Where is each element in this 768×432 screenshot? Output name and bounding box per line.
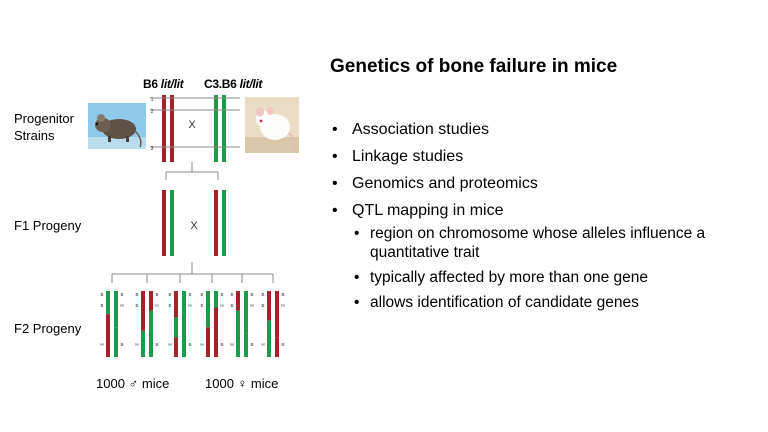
allele-letter: B bbox=[250, 342, 253, 347]
progenitor-b6-chromosome-2 bbox=[170, 95, 174, 162]
bullet-genomics: Genomics and proteomics bbox=[330, 174, 750, 193]
white-mouse-image bbox=[245, 97, 299, 153]
allele-letter: B bbox=[261, 292, 264, 297]
brown-mouse-image bbox=[88, 103, 146, 149]
allele-letter: B bbox=[100, 292, 103, 297]
strain-left-genotype: lit/lit bbox=[160, 77, 184, 91]
allele-letter: H bbox=[220, 303, 223, 308]
f2-chromosome-segment bbox=[275, 291, 279, 338]
strain-left-name: B6 bbox=[143, 77, 158, 91]
f2-chromosome-segment bbox=[267, 291, 271, 321]
f2-chromosome-segment bbox=[267, 320, 271, 357]
allele-letter: B bbox=[200, 292, 203, 297]
f2-chromosome-segment bbox=[141, 330, 145, 357]
allele-letter: H bbox=[168, 342, 171, 347]
locus-number: 1 bbox=[151, 97, 154, 103]
f2-chromosome-segment bbox=[244, 333, 248, 357]
allele-letter: H bbox=[135, 342, 138, 347]
label-f1: F1 Progeny bbox=[14, 218, 82, 233]
f2-chromosome-segment bbox=[182, 291, 186, 357]
sub-bullet-list: region on chromosome whose alleles influ… bbox=[352, 224, 750, 312]
f2-chromosome-segment bbox=[206, 327, 210, 357]
allele-letter: B bbox=[188, 342, 191, 347]
allele-letter: B bbox=[261, 303, 264, 308]
allele-letter: B bbox=[220, 342, 223, 347]
f2-chromosome-segment bbox=[236, 310, 240, 357]
locus-number: 3 bbox=[151, 146, 154, 152]
sub-bullet-multigene: typically affected by more than one gene bbox=[352, 268, 750, 287]
f2-chromosome-segment bbox=[174, 317, 178, 338]
progenitor-c3-chromosome-1 bbox=[214, 95, 218, 162]
allele-letter: B bbox=[120, 342, 123, 347]
bullet-qtl-text: QTL mapping in mice bbox=[352, 202, 504, 219]
bullet-qtl: QTL mapping in mice region on chromosome… bbox=[330, 201, 750, 312]
allele-letter: H bbox=[250, 303, 253, 308]
male-count: 1000 ♂ mice bbox=[96, 376, 170, 391]
f2-chromosome-segment bbox=[149, 291, 153, 311]
allele-letter: H bbox=[188, 303, 191, 308]
bullet-list: Association studies Linkage studies Geno… bbox=[330, 120, 750, 320]
strain-right-genotype: lit/lit bbox=[239, 77, 263, 91]
f1-chromosome-green bbox=[170, 190, 174, 256]
allele-letter: H bbox=[120, 303, 123, 308]
allele-letter: B bbox=[168, 303, 171, 308]
allele-letter: H bbox=[155, 303, 158, 308]
f2-chromosome-segment bbox=[106, 314, 110, 357]
allele-letter: B bbox=[155, 342, 158, 347]
allele-letter: B bbox=[135, 303, 138, 308]
f1-chromosome-green bbox=[222, 190, 226, 256]
f2-chromosome-segment bbox=[114, 291, 118, 328]
allele-letter: B bbox=[200, 303, 203, 308]
allele-letter: B bbox=[168, 292, 171, 297]
f2-chromosome-segment bbox=[174, 337, 178, 357]
label-f2: F2 Progeny bbox=[14, 321, 82, 336]
f2-chromosome-segment bbox=[244, 291, 248, 334]
allele-letter: B bbox=[281, 342, 284, 347]
sub-bullet-candidate: allows identification of candidate genes bbox=[352, 293, 750, 312]
allele-letter: B bbox=[188, 292, 191, 297]
allele-letter: B bbox=[230, 303, 233, 308]
allele-letter: B bbox=[155, 292, 158, 297]
allele-letter: H bbox=[100, 342, 103, 347]
bullet-association: Association studies bbox=[330, 120, 750, 139]
cross-symbol-progenitor: X bbox=[188, 119, 196, 131]
f2-chromosome-segment bbox=[114, 327, 118, 357]
allele-letter: B bbox=[230, 292, 233, 297]
f2-chromosome-segment bbox=[214, 307, 218, 357]
f2-chromosome-segment bbox=[275, 337, 279, 357]
allele-letter: H bbox=[281, 303, 284, 308]
f2-chromosome-segment bbox=[214, 291, 218, 308]
f2-chromosome-segment bbox=[141, 291, 145, 331]
strain-left-label: B6 lit/lit bbox=[143, 77, 184, 91]
locus-number: 2 bbox=[151, 109, 154, 115]
f1-chromosome-red bbox=[214, 190, 218, 256]
f2-chromosome-segment bbox=[174, 291, 178, 318]
allele-letter: B bbox=[120, 292, 123, 297]
f2-chromosome-segment bbox=[149, 310, 153, 357]
allele-letter: B bbox=[250, 292, 253, 297]
f1-chromosome-red bbox=[162, 190, 166, 256]
progenitor-b6-chromosome-1 bbox=[162, 95, 166, 162]
f2-chromosome-segment bbox=[106, 291, 110, 315]
sub-bullet-region: region on chromosome whose alleles influ… bbox=[352, 224, 750, 262]
allele-letter: H bbox=[200, 342, 203, 347]
allele-letter: B bbox=[135, 292, 138, 297]
cross-symbol-f1: X bbox=[190, 220, 198, 232]
slide-title: Genetics of bone failure in mice bbox=[330, 56, 618, 77]
strain-right-label: C3.B6 lit/lit bbox=[204, 77, 262, 91]
female-count: 1000 ♀ mice bbox=[205, 376, 279, 391]
f2-chromosome-segment bbox=[206, 291, 210, 328]
f2-chromosome-segment bbox=[236, 291, 240, 311]
label-progenitor: Progenitor Strains bbox=[14, 111, 74, 143]
allele-letter: B bbox=[220, 292, 223, 297]
progenitor-c3-chromosome-2 bbox=[222, 95, 226, 162]
allele-letter: B bbox=[281, 292, 284, 297]
allele-letter: H bbox=[261, 342, 264, 347]
strain-right-name: C3.B6 bbox=[204, 77, 237, 91]
bullet-linkage: Linkage studies bbox=[330, 147, 750, 166]
allele-letter: H bbox=[230, 342, 233, 347]
allele-letter: B bbox=[100, 303, 103, 308]
